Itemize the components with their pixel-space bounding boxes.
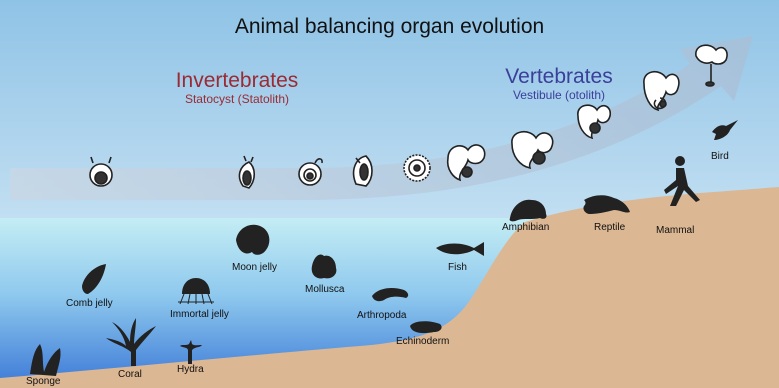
statocyst-label: Statocyst (Statolith) [158, 92, 316, 106]
label-echinoderm: Echinoderm [396, 336, 449, 347]
mammal-head [675, 156, 685, 166]
label-comb-jelly: Comb jelly [66, 298, 113, 309]
vertebrates-label: Vertebrates [492, 66, 626, 88]
vestibule-label: Vestibule (otolith) [492, 88, 626, 102]
label-reptile: Reptile [594, 222, 625, 233]
label-immortal-jelly: Immortal jelly [170, 309, 229, 320]
label-arthropoda: Arthropoda [357, 310, 406, 321]
label-bird: Bird [711, 151, 729, 162]
diagram-title: Animal balancing organ evolution [0, 15, 779, 39]
label-sponge: Sponge [26, 376, 60, 387]
label-moon-jelly: Moon jelly [232, 262, 277, 273]
echinoderm-icon [410, 321, 442, 333]
label-coral: Coral [118, 369, 142, 380]
vertebrates-group: Vertebrates Vestibule (otolith) [492, 66, 626, 102]
statocyst-icon-5 [404, 155, 430, 181]
label-mammal: Mammal [656, 225, 694, 236]
label-fish: Fish [448, 262, 467, 273]
invertebrates-group: Invertebrates Statocyst (Statolith) [158, 70, 316, 106]
label-hydra: Hydra [177, 364, 204, 375]
label-amphibian: Amphibian [502, 222, 549, 233]
label-mollusca: Mollusca [305, 284, 344, 295]
invertebrates-label: Invertebrates [158, 70, 316, 92]
